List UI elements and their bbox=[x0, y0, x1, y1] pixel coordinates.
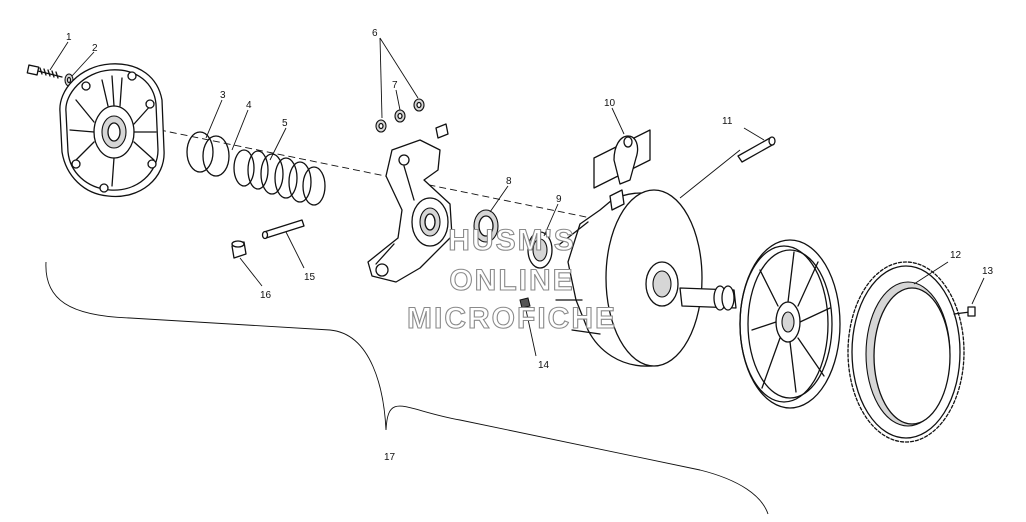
watermark-line-3: MICROFICHE bbox=[407, 302, 617, 335]
callout-8: 8 bbox=[506, 176, 512, 187]
callout-12: 12 bbox=[950, 250, 962, 261]
part-10-cam-weight bbox=[593, 129, 651, 189]
callout-14: 14 bbox=[538, 360, 550, 371]
part-15-pin bbox=[261, 219, 305, 240]
drive-shaft bbox=[679, 285, 737, 311]
part-3-ring bbox=[186, 131, 230, 177]
callout-15: 15 bbox=[304, 272, 316, 283]
callout-2: 2 bbox=[92, 43, 98, 54]
callout-10: 10 bbox=[604, 98, 616, 109]
part-7-washer bbox=[394, 109, 449, 139]
callout-13: 13 bbox=[982, 266, 994, 277]
callout-5: 5 bbox=[282, 118, 288, 129]
callout-4: 4 bbox=[246, 100, 252, 111]
part-12-ring-gear bbox=[847, 261, 965, 443]
callout-1: 1 bbox=[66, 32, 72, 43]
cover-plate bbox=[59, 63, 165, 198]
part-5-spring bbox=[233, 149, 326, 206]
spider-arm bbox=[367, 139, 453, 283]
fixed-sheave bbox=[739, 239, 841, 409]
part-8-washer bbox=[473, 209, 499, 243]
moveable-sheave bbox=[555, 189, 703, 367]
callout-6: 6 bbox=[372, 28, 378, 39]
callout-16: 16 bbox=[260, 290, 272, 301]
assembly-bracket bbox=[45, 261, 769, 515]
watermark: HUSM'S ONLINE MICROFICHE bbox=[406, 223, 617, 335]
part-11-pin bbox=[737, 136, 776, 163]
watermark-line-2: ONLINE bbox=[449, 264, 574, 297]
leader-lines bbox=[49, 37, 985, 357]
part-1-bolt bbox=[26, 64, 63, 79]
callout-7: 7 bbox=[392, 80, 398, 91]
part-13-screw bbox=[953, 306, 976, 317]
callout-3: 3 bbox=[220, 90, 226, 101]
callout-11: 11 bbox=[722, 116, 733, 127]
part-16-bushing bbox=[231, 240, 247, 259]
callout-17: 17 bbox=[384, 452, 396, 463]
part-14-nut bbox=[519, 297, 531, 309]
part-6-washers bbox=[375, 98, 425, 133]
watermark-line-1: HUSM'S bbox=[448, 224, 575, 257]
callout-9: 9 bbox=[556, 194, 562, 205]
callout-labels: 1 2 3 4 5 6 7 8 9 10 11 12 13 14 15 16 1… bbox=[66, 28, 994, 463]
part-9-bushing bbox=[527, 231, 553, 269]
